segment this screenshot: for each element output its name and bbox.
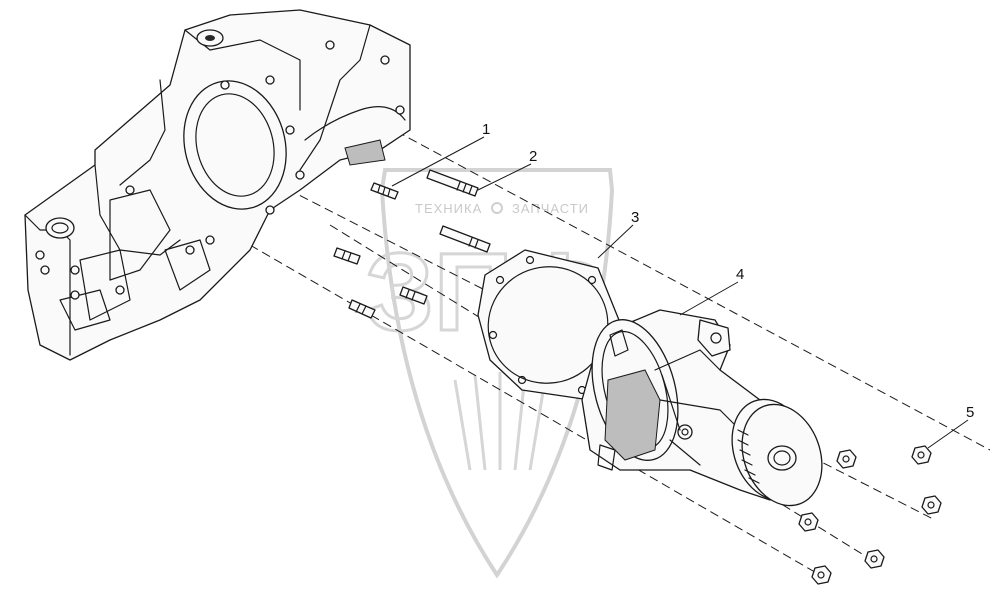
nut-group (798, 445, 942, 585)
callout-4-label: 4 (736, 266, 744, 283)
watermark-gear-icon (491, 202, 503, 214)
callout-5-label: 5 (966, 404, 974, 421)
nut (811, 565, 832, 585)
stud-short-middle (399, 286, 428, 305)
callout-3-label: 3 (631, 209, 639, 226)
watermark-right-text: ЗАПЧАСТИ (512, 201, 589, 216)
nut (911, 445, 932, 465)
stud-short-upper (370, 182, 399, 200)
watermark-left-text: ТЕХНИКА (415, 201, 482, 216)
stud-long-upper (426, 169, 479, 197)
callout-2: 2 (477, 148, 537, 191)
nut (921, 495, 942, 515)
stud-group (333, 169, 491, 319)
stud-long-middle (439, 225, 491, 253)
engine-timing-housing (24, 9, 411, 361)
callout-4: 4 (679, 266, 744, 316)
callout-3: 3 (597, 209, 639, 259)
callout-2-label: 2 (529, 148, 537, 165)
callout-5: 5 (927, 404, 974, 449)
nut (798, 512, 819, 532)
stud-short-left (333, 247, 361, 265)
gasket (477, 249, 626, 401)
callout-1: 1 (391, 121, 490, 187)
callout-1-label: 1 (482, 121, 490, 138)
nut (836, 449, 857, 469)
pump-pulley (731, 398, 823, 507)
nut (864, 549, 885, 569)
stud-short-lower (348, 299, 376, 319)
